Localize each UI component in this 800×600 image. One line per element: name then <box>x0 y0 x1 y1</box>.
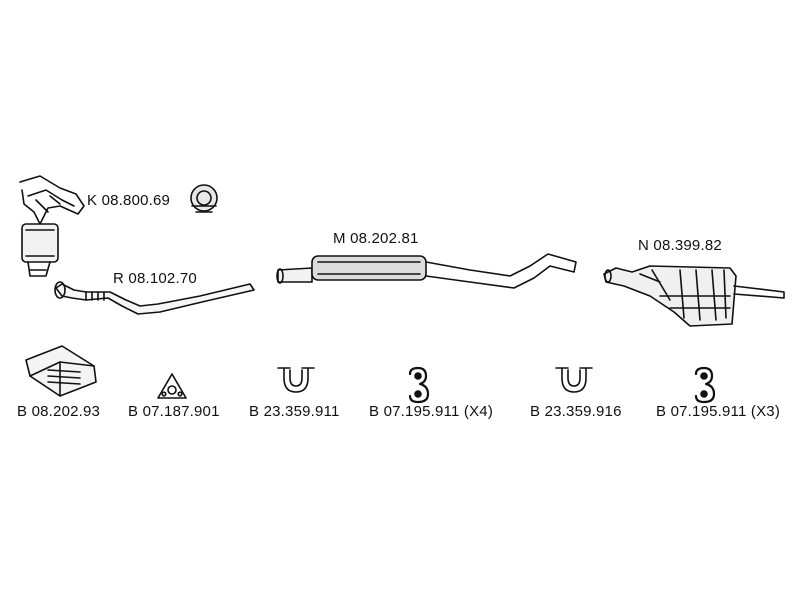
accessory-label-rubber-hanger-2: B 07.195.911 (X3) <box>656 403 781 420</box>
rubber-hanger-drawing-1 <box>408 366 430 404</box>
rubber-hanger-drawing-2 <box>694 366 716 404</box>
part-label-front-pipe: R 08.102.70 <box>113 270 197 287</box>
catalytic-converter-manifold-drawing <box>19 175 85 277</box>
clamp-drawing-2 <box>555 367 593 393</box>
accessory-label-clamp-2: B 23.359.916 <box>530 403 622 420</box>
gasket-drawing <box>157 373 187 399</box>
mounting-kit-drawing <box>25 345 97 397</box>
part-label-catalytic-converter: K 08.800.69 <box>87 192 171 209</box>
part-label-rear-silencer: N 08.399.82 <box>638 237 722 254</box>
part-label-middle-silencer: M 08.202.81 <box>333 230 419 247</box>
accessory-label-clamp-1: B 23.359.911 <box>249 403 340 420</box>
rear-silencer-drawing <box>603 265 785 327</box>
accessory-label-mounting-kit: B 08.202.93 <box>17 403 101 420</box>
clamp-drawing-1 <box>277 367 315 393</box>
accessory-label-rubber-hanger-1: B 07.195.911 (X4) <box>369 403 494 420</box>
front-pipe-drawing <box>54 281 255 315</box>
middle-silencer-drawing <box>276 253 577 289</box>
accessory-label-gasket: B 07.187.901 <box>128 403 220 420</box>
ring-gasket-drawing <box>190 184 218 213</box>
